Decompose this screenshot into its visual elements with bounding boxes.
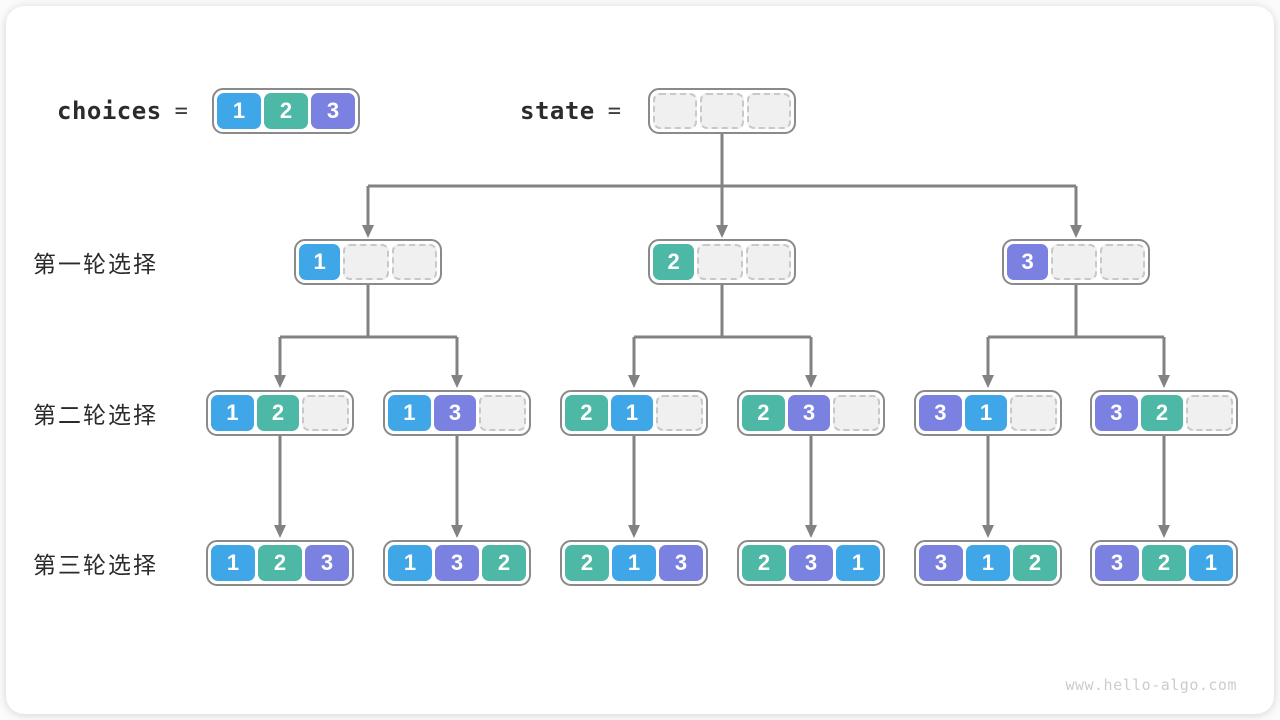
tree-node-r3-n5: 3 1 2 xyxy=(914,540,1062,586)
array-cell xyxy=(391,244,437,280)
array-cell xyxy=(1099,244,1145,280)
choices-array: 1 2 3 xyxy=(212,88,360,134)
equals-sign: = xyxy=(174,98,188,124)
round-3-label: 第三轮选择 xyxy=(33,552,158,578)
tree-node-r1-n2: 2 xyxy=(648,239,796,285)
tree-node-r2-n3: 2 1 xyxy=(560,390,708,436)
array-cell: 1 xyxy=(211,395,254,431)
array-cell: 1 xyxy=(388,395,431,431)
tree-node-r2-n4: 2 3 xyxy=(737,390,885,436)
array-cell: 2 xyxy=(653,244,695,280)
tree-node-r2-n5: 3 1 xyxy=(914,390,1062,436)
array-cell: 1 xyxy=(836,545,880,581)
array-cell xyxy=(697,244,743,280)
array-cell xyxy=(479,395,527,431)
watermark: www.hello-algo.com xyxy=(1065,676,1237,694)
tree-node-r2-n6: 3 2 xyxy=(1090,390,1238,436)
tree-node-r2-n1: 1 2 xyxy=(206,390,354,436)
state-label: state xyxy=(520,97,595,125)
tree-node-r3-n3: 2 1 3 xyxy=(560,540,708,586)
array-cell: 2 xyxy=(258,545,302,581)
tree-node-r3-n2: 1 3 2 xyxy=(383,540,531,586)
array-cell: 3 xyxy=(305,545,349,581)
array-cell: 1 xyxy=(966,545,1010,581)
tree-node-r1-n1: 1 xyxy=(294,239,442,285)
tree-node-r3-n1: 1 2 3 xyxy=(206,540,354,586)
array-cell xyxy=(653,93,697,129)
array-cell: 2 xyxy=(482,545,526,581)
array-cell xyxy=(833,395,881,431)
array-cell: 3 xyxy=(1095,545,1139,581)
array-cell: 1 xyxy=(964,395,1008,431)
tree-node-r2-n2: 1 3 xyxy=(383,390,531,436)
array-cell: 3 xyxy=(659,545,703,581)
diagram-card xyxy=(6,6,1274,714)
array-cell xyxy=(302,395,350,431)
array-cell: 2 xyxy=(264,93,308,129)
array-cell: 3 xyxy=(1095,395,1138,431)
array-cell: 3 xyxy=(1007,244,1049,280)
array-cell xyxy=(656,395,704,431)
array-cell xyxy=(343,244,389,280)
array-cell: 2 xyxy=(742,395,785,431)
array-cell: 3 xyxy=(311,93,355,129)
round-1-label: 第一轮选择 xyxy=(33,251,158,277)
array-cell: 2 xyxy=(256,395,300,431)
array-cell: 2 xyxy=(1140,395,1184,431)
array-cell: 2 xyxy=(1142,545,1186,581)
array-cell: 3 xyxy=(919,395,962,431)
array-cell: 2 xyxy=(1013,545,1057,581)
state-array-root xyxy=(648,88,796,134)
tree-node-r3-n6: 3 2 1 xyxy=(1090,540,1238,586)
array-cell: 1 xyxy=(211,545,255,581)
array-cell: 3 xyxy=(433,395,477,431)
tree-node-r3-n4: 2 3 1 xyxy=(737,540,885,586)
array-cell: 1 xyxy=(612,545,656,581)
array-cell xyxy=(700,93,744,129)
choices-label: choices xyxy=(57,97,162,125)
array-cell: 2 xyxy=(565,395,608,431)
array-cell xyxy=(747,93,791,129)
array-cell: 1 xyxy=(610,395,654,431)
array-cell: 1 xyxy=(388,545,432,581)
array-cell xyxy=(1186,395,1234,431)
array-cell: 3 xyxy=(435,545,479,581)
tree-node-r1-n3: 3 xyxy=(1002,239,1150,285)
choices-expression: choices = xyxy=(57,88,188,134)
array-cell xyxy=(1010,395,1058,431)
array-cell: 1 xyxy=(299,244,341,280)
array-cell: 3 xyxy=(919,545,963,581)
array-cell: 1 xyxy=(217,93,261,129)
array-cell: 3 xyxy=(787,395,831,431)
array-cell: 1 xyxy=(1189,545,1233,581)
array-cell: 2 xyxy=(565,545,609,581)
array-cell xyxy=(1051,244,1097,280)
round-2-label: 第二轮选择 xyxy=(33,402,158,428)
state-expression: state = xyxy=(520,88,621,134)
equals-sign: = xyxy=(607,98,621,124)
array-cell xyxy=(745,244,791,280)
array-cell: 3 xyxy=(789,545,833,581)
array-cell: 2 xyxy=(742,545,786,581)
